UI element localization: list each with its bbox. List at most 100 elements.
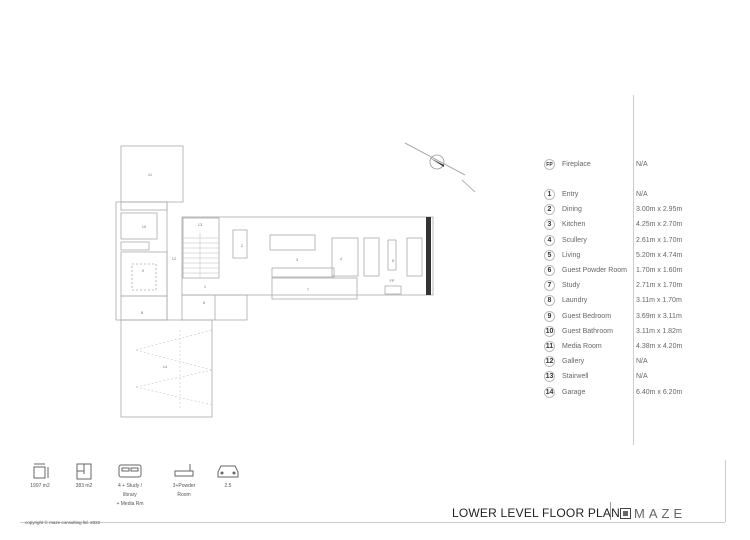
stat-label: + Media Rm: [116, 501, 144, 507]
legend-marker: 13: [544, 371, 555, 383]
footer-edge: [725, 460, 726, 522]
stat-label: 4 + Study /: [117, 483, 143, 489]
legend-name: Entry: [562, 191, 579, 198]
legend-name: Guest Bedroom: [562, 312, 612, 320]
legend-row: 9 Guest Bedroom 3.69m x 3.11m: [544, 310, 682, 323]
legend-marker: 9: [544, 310, 555, 322]
svg-text:8: 8: [141, 310, 144, 315]
legend-row: 12 Gallery N/A: [544, 355, 648, 368]
legend-divider: [633, 95, 634, 445]
legend-fireplace: FP Fireplace N/A: [544, 158, 648, 171]
svg-text:13: 13: [198, 222, 203, 227]
plan-garage: [120, 319, 213, 418]
legend-name: Living: [562, 251, 581, 259]
stat-bed: 4 + Study /library+ Media Rm: [108, 462, 152, 509]
legend-row: 10 Guest Bathroom 3.11m x 1.82m: [544, 325, 682, 338]
legend-marker: FP: [544, 159, 555, 170]
legend-row: 14 Garage 6.40m x 6.20m: [544, 386, 682, 399]
legend-row: 7 Study 2.71m x 1.70m: [544, 279, 682, 292]
legend-dims: 4.25m x 2.70m: [636, 221, 683, 229]
land-area-icon: [18, 462, 62, 480]
svg-text:FP: FP: [389, 278, 394, 283]
legend-name: Media Room: [562, 343, 602, 350]
plan-coffee-table: [387, 239, 397, 271]
brand-logo: MAZE: [620, 506, 686, 521]
legend-dims: 2.71m x 1.70m: [636, 282, 683, 290]
plan-lower-left: [120, 295, 168, 321]
plan-dining-table: [232, 229, 248, 259]
legend-dims: 3.00m x 2.95m: [636, 206, 683, 214]
legend-dims: 3.11m x 1.82m: [636, 327, 682, 335]
legend-row: 11 Media Room 4.38m x 4.20m: [544, 340, 682, 353]
legend-name: Stairwell: [562, 373, 589, 381]
legend-dims: 3.69m x 3.11m: [636, 312, 682, 320]
legend-marker: 6: [544, 265, 555, 276]
legend-name: Scullery: [562, 236, 587, 244]
legend-dims: 6.40m x 6.20m: [636, 388, 683, 396]
plan-island: [269, 234, 316, 251]
legend-dims: N/A: [636, 161, 648, 168]
legend-dims: 3.11m x 1.70m: [636, 297, 682, 305]
legend-dims: N/A: [636, 191, 648, 198]
legend-dims: N/A: [636, 373, 648, 381]
plan-study: [271, 277, 358, 300]
bed-icon: [108, 462, 152, 480]
title-divider: [610, 502, 611, 520]
plan-left-wing: [115, 201, 168, 321]
legend-row: 8 Laundry 3.11m x 1.70m: [544, 294, 682, 307]
svg-text:7: 7: [307, 287, 310, 292]
plan-guest-bed: [120, 251, 168, 297]
svg-text:1: 1: [204, 284, 207, 289]
legend-marker: 3: [544, 219, 555, 231]
stat-floor-area: 383 m2: [62, 462, 106, 491]
plan-window-wall: [426, 217, 431, 295]
plan-fireplace: [384, 285, 402, 295]
plan-powder: [181, 294, 248, 321]
plan-title: LOWER LEVEL FLOOR PLAN: [452, 506, 621, 520]
legend-marker: 8: [544, 295, 555, 307]
svg-text:6: 6: [203, 300, 206, 305]
svg-text:5: 5: [392, 258, 395, 263]
plan-bed: [131, 263, 157, 291]
stat-label: 2.5: [224, 483, 232, 489]
svg-text:10: 10: [142, 224, 147, 229]
legend-marker: 5: [544, 249, 555, 261]
stat-car: 2.5: [206, 462, 250, 491]
legend-row: 5 Living 5.20m x 4.74m: [544, 249, 682, 262]
legend-name: Fireplace: [562, 161, 591, 168]
stat-label: 1997 m2: [30, 483, 50, 489]
car-icon: [206, 462, 250, 480]
legend-row: 6 Guest Powder Room 1.70m x 1.60m: [544, 264, 682, 277]
legend-dims: 4.38m x 4.20m: [636, 343, 683, 350]
legend-marker: 7: [544, 280, 555, 292]
svg-text:11: 11: [148, 172, 153, 177]
stat-label: 383 m2: [75, 483, 93, 489]
svg-text:3: 3: [296, 257, 299, 262]
legend-marker: 2: [544, 204, 555, 216]
stat-label: Room: [177, 492, 191, 498]
maze-logo-icon: [620, 508, 631, 519]
legend-marker: 12: [544, 356, 555, 368]
legend-dims: N/A: [636, 358, 648, 366]
legend-row: 3 Kitchen 4.25m x 2.70m: [544, 218, 682, 231]
legend-dims: 5.20m x 4.74m: [636, 251, 683, 259]
brand-name: MAZE: [634, 506, 687, 521]
legend-row: 2 Dining 3.00m x 2.95m: [544, 203, 682, 216]
legend-name: Study: [562, 282, 580, 290]
plan-laundry: [120, 201, 168, 211]
svg-text:12: 12: [172, 256, 177, 261]
svg-text:2: 2: [241, 243, 244, 248]
legend-name: Garage: [562, 388, 586, 396]
floor-area-icon: [62, 462, 106, 480]
legend-name: Gallery: [562, 358, 585, 366]
legend-dims: 2.61m x 1.70m: [636, 236, 683, 244]
legend-name: Dining: [562, 206, 582, 214]
legend-name: Laundry: [562, 297, 588, 305]
svg-text:14: 14: [163, 364, 168, 369]
stat-land-area: 1997 m2: [18, 462, 62, 491]
plan-closet: [120, 241, 150, 251]
copyright: copyright © maze consulting ltd. 2022: [25, 520, 101, 525]
legend-row: 4 Scullery 2.61m x 1.70m: [544, 234, 682, 247]
